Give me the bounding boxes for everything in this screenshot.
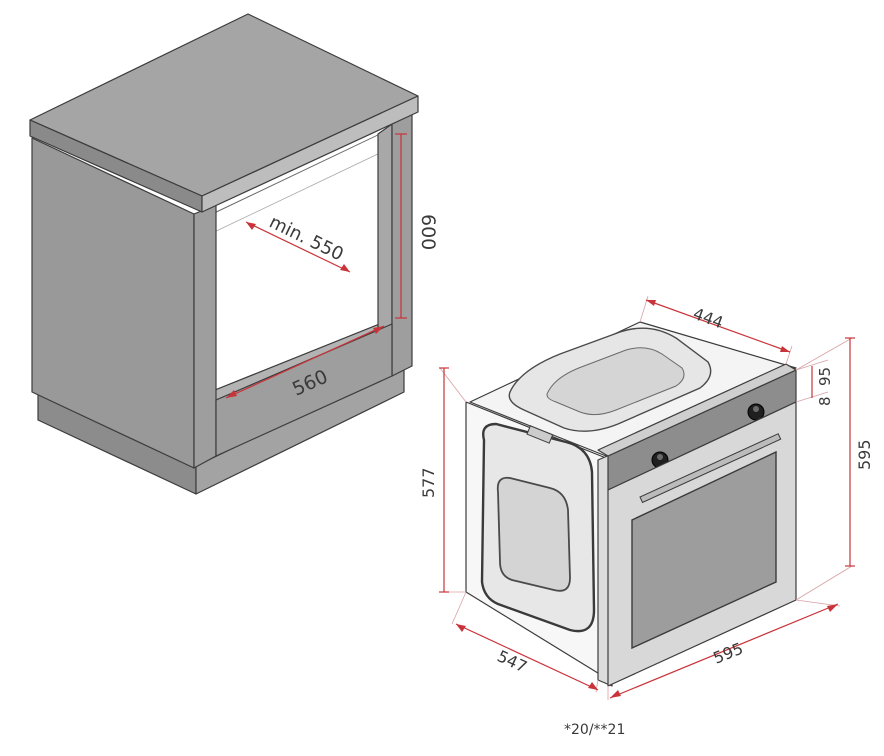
oven-front-width-dimension-line [609, 603, 839, 699]
oven-front-width-label: 595 [710, 639, 745, 668]
oven-side-recess [496, 476, 571, 592]
cabinet-worktop-front-edge [201, 95, 419, 213]
cabinet-depth-arrow-end [340, 264, 350, 272]
cabinet-height-label: 600 [417, 214, 439, 250]
cabinet-niche-right-wall [377, 123, 393, 337]
oven-door-handle[interactable] [639, 433, 782, 504]
oven-side-height-label: 577 [419, 467, 438, 498]
oven-top-width-label: 444 [691, 304, 726, 332]
cabinet-width-arrow-start [226, 390, 237, 398]
cabinet-width-arrow-end [373, 326, 384, 334]
oven-top-dome-inner [546, 347, 685, 416]
cabinet-width-dimension-line [225, 325, 385, 399]
oven-depth-label: 547 [494, 646, 530, 676]
oven: 444 8 95 595 577 547 595 [419, 295, 874, 738]
cabinet: min. 550 600 560 [29, 13, 439, 495]
cabinet-front-left-post [193, 204, 217, 469]
oven-total-height-label: 595 [855, 439, 874, 470]
oven-depth-dimension-line [455, 623, 599, 691]
oven-footnote: *20/**21 [564, 722, 625, 738]
oven-panel-offset-label: 8 [816, 396, 834, 406]
oven-top-width-dimension-line [645, 299, 791, 353]
cabinet-depth-arrow-start [246, 222, 256, 230]
oven-side-bracket [526, 425, 554, 444]
oven-door-window [631, 450, 777, 650]
cabinet-front-right-post [391, 113, 413, 377]
oven-panel-height-label: 95 [816, 367, 834, 386]
cabinet-depth-dimension-line [245, 221, 351, 273]
